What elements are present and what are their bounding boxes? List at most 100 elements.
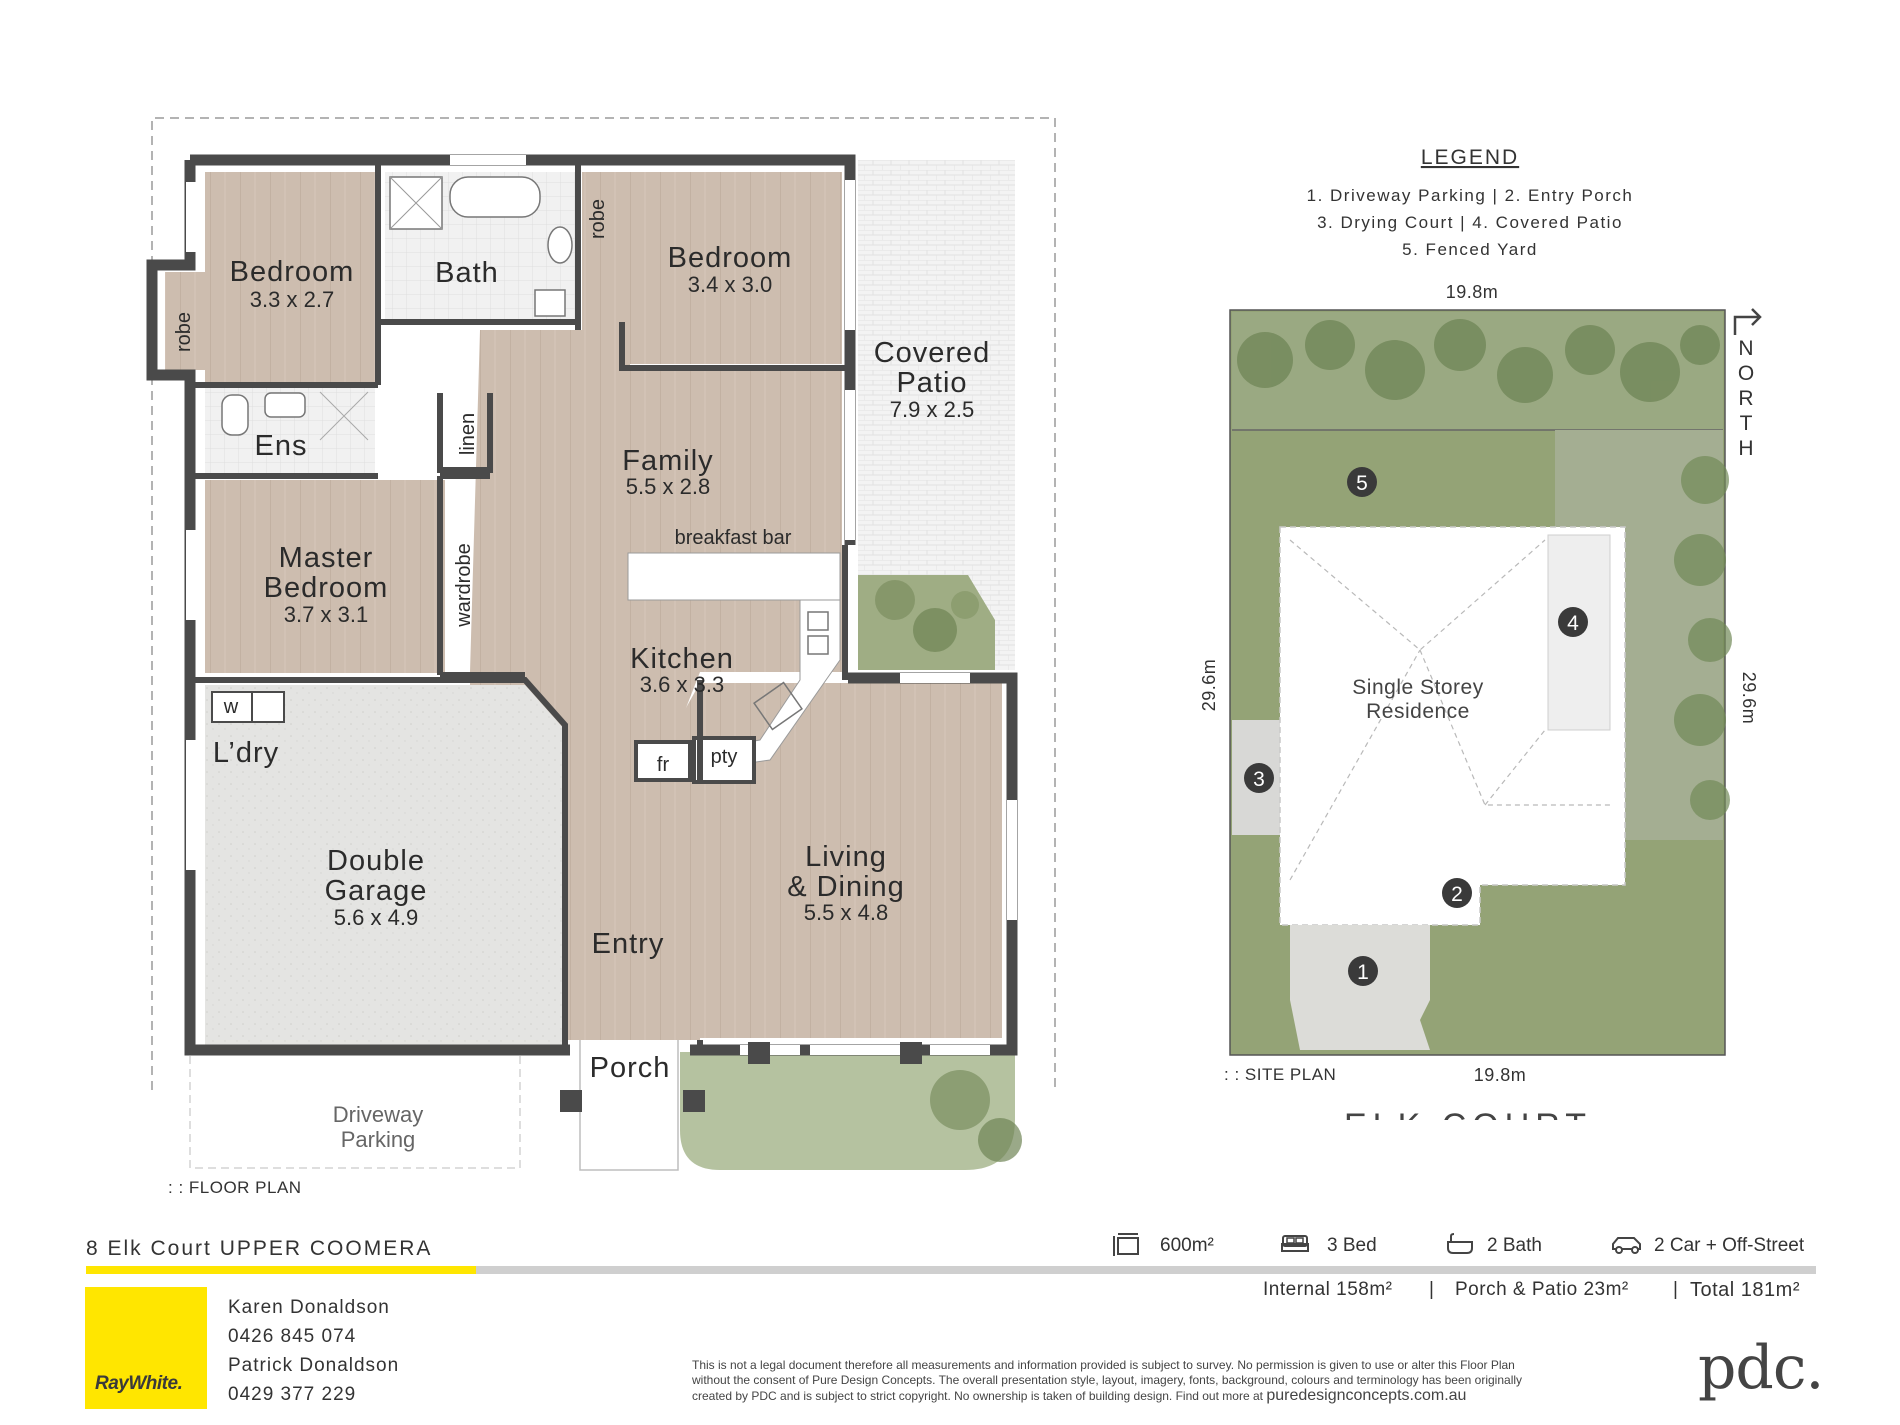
covered-patio-label-1: Covered xyxy=(874,337,991,369)
width-top: 19.8m xyxy=(1446,282,1499,302)
svg-text:5: 5 xyxy=(1356,472,1368,495)
internal-area: Internal 158m² xyxy=(1263,1279,1393,1300)
floor-plan: Bedroom 3.3 x 2.7 robe Bath robe Bedroom… xyxy=(146,117,1056,1197)
breakfast-bar-label: breakfast bar xyxy=(675,527,792,549)
bed-icon xyxy=(1281,1235,1309,1252)
address-bar-gray xyxy=(476,1266,1816,1274)
lot-boundary xyxy=(151,117,1056,1090)
driveway-label-1: Driveway xyxy=(333,1102,423,1127)
depth-right: 29.6m xyxy=(1739,672,1759,725)
land-size-icon xyxy=(1113,1233,1139,1256)
kitchen-dims: 3.6 x 3.3 xyxy=(640,672,724,697)
bed-count: 3 Bed xyxy=(1327,1235,1377,1256)
bedroom-2-label: Bedroom xyxy=(230,256,355,288)
residence-label-1: Single Storey xyxy=(1352,676,1483,699)
svg-text:1: 1 xyxy=(1357,961,1369,984)
robe-2-label: robe xyxy=(587,199,609,239)
disclaimer-line-2: without the consent of Pure Design Conce… xyxy=(692,1373,1523,1387)
disclaimer-line-3: created by PDC and is subject to strict … xyxy=(692,1388,1684,1404)
disclaimer-line-3-text: created by PDC and is subject to strict … xyxy=(692,1389,1263,1403)
agent-1-name: Karen Donaldson xyxy=(228,1297,390,1318)
master-floor xyxy=(205,480,445,673)
pantry-label: pty xyxy=(711,746,738,768)
breakfast-bar xyxy=(627,552,841,601)
bedroom-3-label: Bedroom xyxy=(668,242,793,274)
disclaimer-line-1: This is not a legal document therefore a… xyxy=(692,1358,1515,1372)
svg-text:T: T xyxy=(1740,412,1753,435)
fridge-label: fr xyxy=(657,754,670,776)
washer-label: w xyxy=(223,696,239,718)
property-address: 8 Elk Court UPPER COOMERA xyxy=(86,1237,433,1260)
agent-contacts: Karen Donaldson 0426 845 074 Patrick Don… xyxy=(228,1293,399,1409)
north-arrow-icon xyxy=(1733,308,1762,335)
robe-1-label: robe xyxy=(173,312,195,352)
kitchen-label: Kitchen xyxy=(630,643,734,675)
living-label-1: Living xyxy=(805,841,887,873)
garage-dims: 5.6 x 4.9 xyxy=(334,905,418,930)
covered-patio-label-2: Patio xyxy=(896,367,967,399)
address-bar-yellow xyxy=(86,1266,476,1274)
car-icon xyxy=(1612,1237,1641,1254)
residence-label-2: Residence xyxy=(1366,700,1470,723)
wardrobe-label: wardrobe xyxy=(453,543,475,627)
family-dims: 5.5 x 2.8 xyxy=(626,474,710,499)
porch-patio-area: Porch & Patio 23m² xyxy=(1455,1279,1629,1300)
laundry-label: L’dry xyxy=(213,737,279,769)
floor-plan-caption: : : FLOOR PLAN xyxy=(168,1178,302,1197)
bedroom-2-dims: 3.3 x 2.7 xyxy=(250,287,334,312)
agent-2-phone[interactable]: 0429 377 229 xyxy=(228,1384,357,1405)
svg-text:H: H xyxy=(1738,437,1753,460)
bedroom-3-dims: 3.4 x 3.0 xyxy=(688,272,772,297)
porch-label: Porch xyxy=(590,1052,671,1084)
linen-label: linen xyxy=(457,413,479,455)
garage-floor xyxy=(205,685,565,1048)
garage-label-1: Double xyxy=(327,845,425,877)
family-label: Family xyxy=(622,445,713,477)
driveway-area xyxy=(189,1047,521,1169)
svg-text:R: R xyxy=(1738,387,1753,410)
car-spaces: 2 Car + Off-Street xyxy=(1654,1235,1805,1256)
raywhite-logo: RayWhite. xyxy=(85,1287,207,1409)
svg-text:4: 4 xyxy=(1567,612,1579,635)
master-dims: 3.7 x 3.1 xyxy=(284,602,368,627)
area-separator-1: | xyxy=(1429,1279,1435,1300)
pantry-space xyxy=(692,736,756,784)
site-plan-caption: : : SITE PLAN xyxy=(1224,1065,1336,1084)
covered-patio-dims: 7.9 x 2.5 xyxy=(890,397,974,422)
entry-label: Entry xyxy=(592,928,665,960)
front-garden xyxy=(680,1052,1015,1170)
marker-5 xyxy=(1347,467,1377,497)
fridge-space xyxy=(634,740,692,782)
width-bottom: 19.8m xyxy=(1474,1065,1527,1085)
legend-line-2: 3. Drying Court | 4. Covered Patio xyxy=(1317,213,1623,232)
master-label-2: Bedroom xyxy=(264,572,389,604)
marker-2 xyxy=(1442,878,1472,908)
marker-3 xyxy=(1244,763,1274,793)
svg-text:N: N xyxy=(1738,337,1753,360)
bath-count: 2 Bath xyxy=(1487,1235,1542,1256)
land-size: 600m² xyxy=(1160,1235,1214,1256)
website-link[interactable]: puredesignconcepts.com.au xyxy=(1266,1387,1467,1404)
svg-text:2: 2 xyxy=(1451,883,1463,906)
driveway-label-2: Parking xyxy=(341,1127,416,1152)
garage-label-2: Garage xyxy=(325,875,428,907)
master-label-1: Master xyxy=(279,542,374,574)
site-driveway xyxy=(1290,925,1430,1050)
legend-line-1: 1. Driveway Parking | 2. Entry Porch xyxy=(1307,186,1634,205)
robe-1-floor xyxy=(165,272,205,370)
living-label-2: & Dining xyxy=(787,871,905,903)
pdc-logo: pdc. xyxy=(1698,1333,1824,1403)
disclaimer: This is not a legal document therefore a… xyxy=(692,1358,1684,1404)
site-plan: LEGEND 1. Driveway Parking | 2. Entry Po… xyxy=(1199,146,1762,1120)
raywhite-logo-text: RayWhite. xyxy=(95,1373,183,1394)
marker-1 xyxy=(1348,956,1378,986)
legend-title: LEGEND xyxy=(1421,146,1519,169)
bath-label: Bath xyxy=(435,257,499,289)
total-area: Total 181m² xyxy=(1690,1279,1800,1301)
bedroom-2-floor xyxy=(205,172,375,382)
street-name: ELK COURT xyxy=(1344,1107,1592,1120)
legend-line-3: 5. Fenced Yard xyxy=(1402,240,1538,259)
bath-icon xyxy=(1447,1233,1473,1254)
depth-left: 29.6m xyxy=(1199,659,1219,712)
agent-1-phone[interactable]: 0426 845 074 xyxy=(228,1326,357,1347)
